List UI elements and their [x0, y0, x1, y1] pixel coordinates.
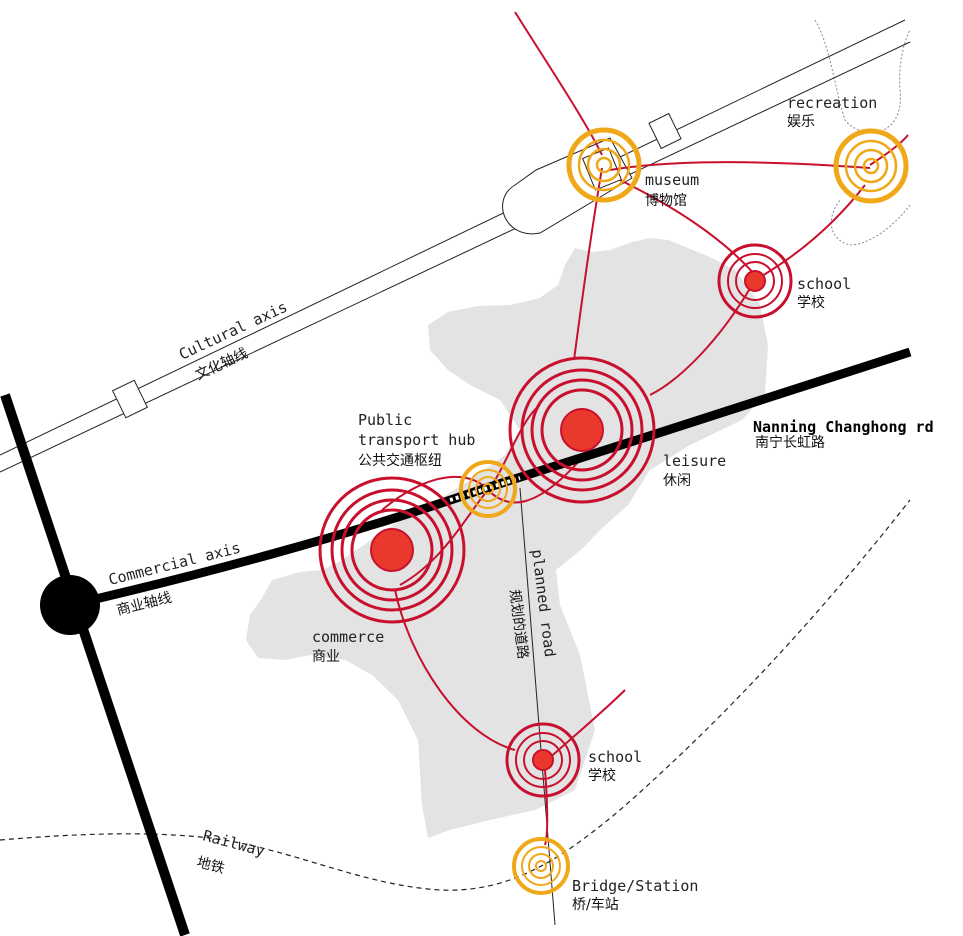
station-label-zh: 桥/车站 — [572, 896, 619, 913]
planned-road — [519, 487, 556, 926]
hub-label-en-2: transport hub — [358, 431, 475, 449]
hub-label-en-1: Public — [358, 411, 412, 429]
museum-label-en: museum — [645, 171, 699, 189]
museum-building — [502, 137, 633, 235]
recreation-label-en: recreation — [787, 94, 877, 112]
school-bottom-label-en: school — [588, 748, 642, 766]
railway-line — [0, 499, 911, 891]
museum-square — [582, 147, 622, 191]
station-node — [512, 837, 570, 895]
museum-node — [566, 127, 642, 203]
school-top-label-zh: 学校 — [797, 294, 825, 311]
museum-label-zh: 博物馆 — [645, 192, 687, 209]
railway-label-zh: 地铁 — [195, 854, 226, 877]
leisure-label-en: leisure — [663, 452, 726, 470]
school-top-label-en: school — [797, 275, 851, 293]
station-label-en: Bridge/Station — [572, 877, 698, 895]
hub-label-zh: 公共交通枢纽 — [358, 452, 442, 469]
commerce-node — [318, 476, 466, 624]
junction-node — [40, 575, 100, 635]
commerce-label-zh: 商业 — [312, 649, 340, 665]
leisure-node — [508, 356, 656, 504]
cultural-axis — [0, 19, 911, 473]
railway-label-en: Railway — [201, 826, 267, 860]
school-top-node — [717, 243, 793, 319]
recreation-label-zh: 娱乐 — [787, 114, 815, 130]
leisure-label-zh: 休闲 — [663, 473, 691, 489]
diagonal-road — [0, 393, 190, 936]
planning-area — [246, 238, 768, 838]
transport-hub-node — [459, 460, 517, 518]
road-label-en: Nanning Changhong rd — [753, 418, 934, 436]
recreation-node — [833, 128, 909, 204]
school-bottom-label-zh: 学校 — [588, 767, 616, 784]
school-bottom-node — [505, 722, 581, 798]
road-label-zh: 南宁长虹路 — [755, 434, 825, 451]
commerce-label-en: commerce — [312, 628, 384, 646]
